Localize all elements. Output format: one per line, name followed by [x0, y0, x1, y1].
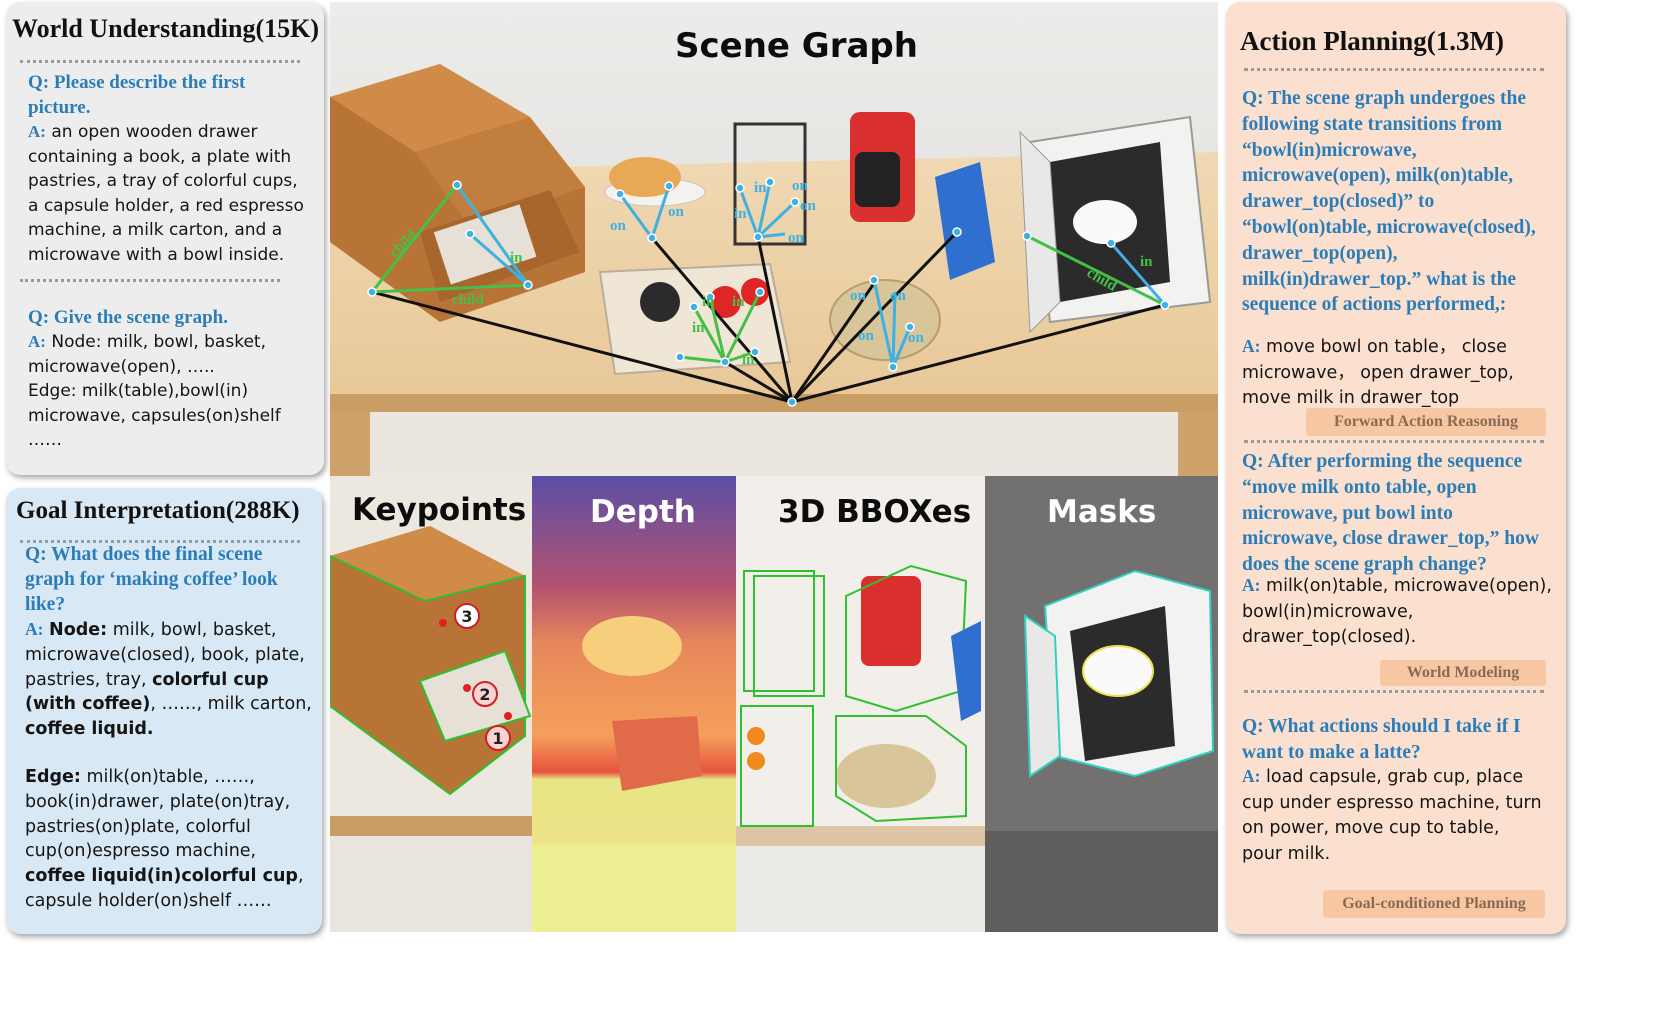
ap-a3: A: load capsule, grab cup, place cup und… — [1242, 766, 1542, 864]
edge-label: on — [610, 218, 627, 234]
edge-label: on — [850, 288, 867, 304]
scene-graph-image: child in child on on in on on on in in i… — [330, 2, 1218, 476]
masks-illustration — [985, 476, 1218, 932]
ap-q2: Q: After performing the sequence “move m… — [1242, 451, 1539, 576]
wu-a2: A: Node: milk, bowl, basket, microwave(o… — [28, 332, 281, 451]
edge-label: on — [908, 330, 925, 346]
keypoint-number: 1 — [492, 729, 503, 748]
depth-title: Depth — [590, 494, 696, 530]
masks-panel: Masks — [985, 476, 1218, 932]
keypoint-marker — [485, 725, 511, 751]
divider — [1244, 68, 1544, 71]
edge-label: in — [734, 206, 747, 222]
keypoint-number: 3 — [461, 607, 472, 626]
scene-graph-title: Scene Graph — [675, 26, 918, 66]
edge-label: on — [890, 288, 907, 304]
divider — [20, 279, 280, 282]
goal-interpretation-title: Goal Interpretation(288K) — [16, 497, 300, 524]
edge-label: child — [452, 292, 484, 308]
bboxes-panel: 3D BBOXes — [736, 476, 985, 932]
keypoints-panel: 3 2 1 Keypoints — [330, 476, 532, 932]
ap-a2: A: milk(on)table, microwave(open), bowl(… — [1242, 575, 1552, 648]
world-modeling-tag: World Modeling — [1380, 660, 1546, 686]
wu-q2: Q: Give the scene graph. — [28, 307, 229, 328]
ap-q3: Q: What actions should I take if I want … — [1242, 716, 1521, 763]
depth-panel: Depth — [532, 476, 736, 932]
scene-graph-black-edges — [371, 230, 1166, 404]
goal-interpretation-panel: Goal Interpretation(288K) Q: What does t… — [6, 488, 322, 934]
world-understanding-title: World Understanding(15K) — [12, 14, 319, 43]
edge-label: on — [858, 328, 875, 344]
masks-title: Masks — [1047, 494, 1157, 530]
keypoints-title: Keypoints — [352, 492, 527, 528]
world-understanding-panel: World Understanding(15K) Q: Please descr… — [6, 2, 324, 475]
gi-node: A: Node: milk, bowl, basket, microwave(c… — [25, 619, 312, 740]
divider — [20, 540, 300, 543]
edge-label: on — [800, 198, 817, 214]
scene-graph-blue-edges — [455, 181, 1167, 368]
scene-illustration: child in child on on in on on on in in i… — [330, 2, 1218, 476]
wu-q1: Q: Please describe the first picture. — [28, 72, 246, 118]
edge-label: in — [702, 294, 715, 310]
keypoint-marker — [472, 681, 498, 707]
keypoint-marker — [454, 603, 480, 629]
divider — [1244, 690, 1544, 693]
edge-label: in — [1140, 254, 1153, 270]
gi-edge: Edge: milk(on)table, ……, book(in)drawer,… — [25, 767, 304, 911]
edge-label: on — [788, 230, 805, 246]
scene-graph-green-edges — [370, 184, 1166, 364]
edge-label: in — [692, 320, 705, 336]
forward-action-reasoning-tag: Forward Action Reasoning — [1306, 408, 1546, 436]
edge-label: on — [792, 178, 809, 194]
edge-label: in — [742, 352, 755, 368]
depth-illustration — [532, 476, 736, 932]
gi-q: Q: What does the final scene graph for ‘… — [25, 544, 278, 615]
edge-label: in — [510, 250, 523, 266]
action-planning-panel: Action Planning(1.3M) Q: The scene graph… — [1226, 2, 1566, 934]
edge-label: on — [668, 204, 685, 220]
wu-a1: A: an open wooden drawer containing a bo… — [28, 122, 304, 265]
bboxes-title: 3D BBOXes — [778, 494, 972, 530]
divider — [1244, 440, 1544, 443]
action-planning-title: Action Planning(1.3M) — [1240, 26, 1505, 56]
scene-graph-nodes — [367, 177, 1170, 407]
goal-conditioned-planning-tag: Goal-conditioned Planning — [1323, 890, 1545, 918]
edge-label: in — [754, 180, 767, 196]
ap-q1: Q: The scene graph undergoes the followi… — [1242, 88, 1536, 316]
keypoint-number: 2 — [479, 685, 490, 704]
edge-label: in — [732, 294, 745, 310]
ap-a1: A: move bowl on table， close microwave， … — [1242, 336, 1514, 409]
divider — [20, 60, 300, 63]
bboxes-illustration — [736, 476, 985, 932]
keypoints-illustration: 3 2 1 — [330, 476, 532, 932]
